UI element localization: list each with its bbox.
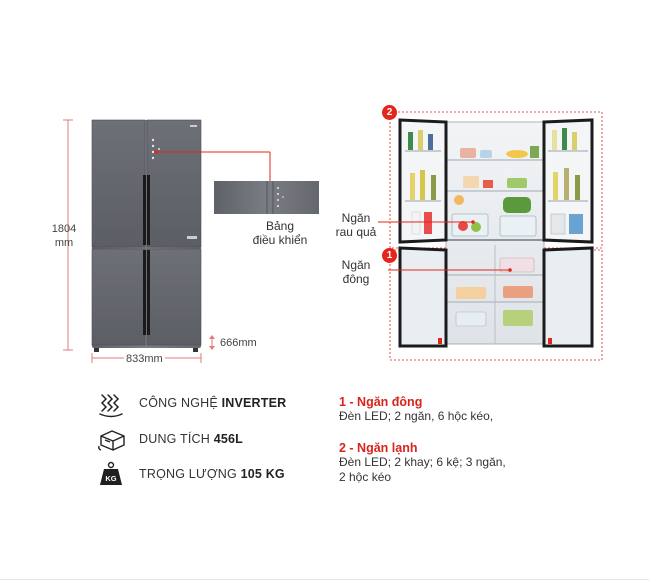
width-dimension-label: 833mm: [124, 353, 165, 365]
height-dimension-label: 1804 mm: [50, 222, 78, 250]
height-value: 1804: [51, 223, 77, 235]
svg-text:KG: KG: [105, 474, 116, 483]
freezer-zone-badge: 1: [382, 248, 397, 263]
fridge-front-view: [91, 119, 202, 352]
vegetable-drawer-callout-line: [378, 220, 475, 224]
note-fridge-title: 2 - Ngăn lạnh: [339, 441, 418, 455]
note-freezer: 1 - Ngăn đông Đèn LED; 2 ngăn, 6 hộc kéo…: [339, 395, 493, 424]
depth-dimension-marker: [209, 335, 215, 350]
height-dimension-line: [63, 119, 73, 351]
control-panel-callout-line: [154, 150, 271, 182]
height-unit: mm: [54, 237, 74, 249]
fridge-zone-badge: 2: [382, 105, 397, 120]
note-fridge-line: Đèn LED; 2 khay; 6 kệ; 3 ngăn,: [339, 455, 506, 469]
capacity-icon: [98, 430, 125, 451]
divider: [0, 579, 649, 580]
inverter-icon: [99, 394, 123, 418]
note-fridge-line: 2 hộc kéo: [339, 470, 392, 484]
note-freezer-title: 1 - Ngăn đông: [339, 395, 423, 409]
weight-icon: KG: [100, 461, 122, 485]
freezer-callout-line: [388, 268, 512, 272]
note-freezer-line: Đèn LED; 2 ngăn, 6 hộc kéo,: [339, 409, 494, 423]
control-panel-closeup: [214, 181, 319, 214]
open-fridge-view: [398, 118, 594, 348]
control-panel-label: Bảng điều khiển: [252, 219, 308, 247]
note-fridge: 2 - Ngăn lạnh Đèn LED; 2 khay; 6 kệ; 3 n…: [339, 441, 506, 485]
freezer-label: Ngăn đông: [341, 258, 371, 286]
vegetable-drawer-label: Ngăn rau quả: [335, 211, 377, 239]
depth-dimension-label: 666mm: [220, 337, 257, 349]
